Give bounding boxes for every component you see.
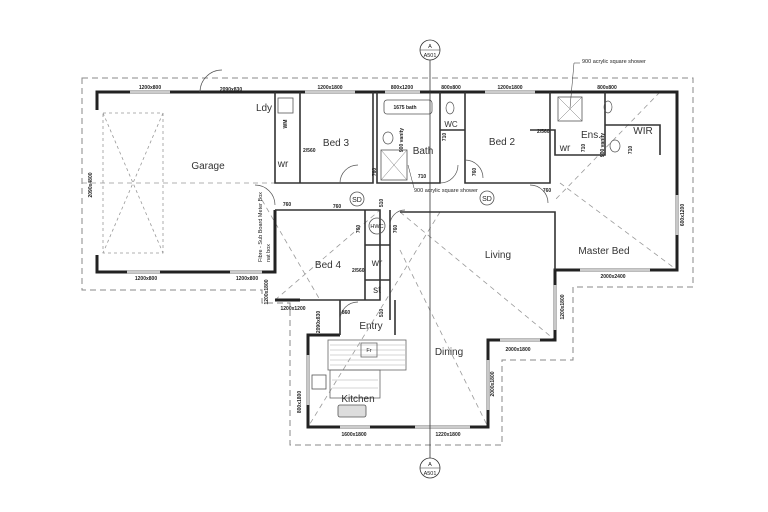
window-bed3-top: 1200x1800 [317, 85, 342, 91]
room-garage: Garage [191, 161, 225, 172]
room-kitchen: Kitchen [341, 394, 374, 405]
window-garage-top: 1200x800 [139, 85, 161, 91]
door-linen: 510 [379, 199, 385, 208]
room-living: Living [485, 250, 511, 261]
door-bed2: 760 [472, 168, 478, 177]
laundry-wm-label: WM [283, 120, 289, 129]
window-dining-bottom: 1220x1800 [435, 432, 460, 438]
window-bath-top: 800x1200 [391, 85, 413, 91]
room-bed2: Bed 2 [489, 137, 516, 148]
door-swings [199, 69, 549, 321]
garage-car-space [82, 112, 275, 254]
window-bed4-bottom: 1200x1200 [280, 306, 305, 312]
windows [127, 90, 679, 429]
window-living-right: 1200x1800 [560, 294, 566, 319]
room-laundry: Ldy [256, 103, 272, 114]
fixtures [277, 96, 621, 235]
room-dining: Dining [435, 347, 463, 358]
door-wc: 710 [442, 133, 448, 142]
smoke-detector-icon [479, 190, 495, 206]
door-entry-width: 860 [342, 310, 351, 316]
door-master-bottom: 2000x2400 [600, 274, 625, 280]
smoke-detector-1: SD [352, 197, 362, 204]
door-bed2-hall: 760 [543, 188, 552, 194]
bath-shower-note: 900 acrylic square shower [407, 164, 478, 194]
door-ens: 710 [581, 144, 587, 153]
door-bed2-robe: 2/560 [537, 129, 550, 135]
room-bed2-robe: wr [559, 143, 571, 154]
fridge-space [360, 342, 378, 358]
room-bed3-robe: wr [277, 159, 289, 170]
section-marker-top-sheet: A501 [424, 53, 437, 59]
svg-text:900 acrylic square shower: 900 acrylic square shower [414, 188, 478, 194]
laundry-tub [277, 97, 294, 114]
door-bed4: 760 [333, 204, 342, 210]
window-garage-bottom-2: 1200x800 [236, 276, 258, 282]
window-kitchen-left: 800x1800 [297, 391, 303, 413]
room-hwc: HWC [370, 224, 383, 230]
smoke-detector-icon [349, 191, 365, 207]
room-entry: Entry [359, 321, 382, 332]
door-entry: 2090x830 [316, 311, 322, 333]
room-bed4-robe: wr [371, 258, 383, 269]
door-wir: 710 [628, 146, 634, 155]
room-master-bed: Master Bed [578, 246, 629, 257]
internal-walls [274, 92, 661, 335]
ens-shower [557, 96, 583, 122]
door-hwc-left: 760 [356, 225, 362, 234]
ens-shower-note: 900 acrylic square shower [569, 59, 646, 109]
door-store: 510 [379, 309, 385, 318]
door-bath-shower: 710 [418, 174, 427, 180]
window-garage-bottom-1: 1200x800 [135, 276, 157, 282]
window-wc-top: 800x800 [441, 85, 461, 91]
svg-text:900 acrylic square shower: 900 acrylic square shower [582, 59, 646, 65]
window-kitchen-bottom: 1600x1800 [341, 432, 366, 438]
bath-label: 1675 bath [393, 105, 416, 111]
ens-vanity-label: 900 vanity [600, 133, 606, 157]
room-store: st [373, 285, 381, 296]
door-living-bottom: 2000x1800 [505, 347, 530, 353]
window-master-right: 600x1200 [680, 204, 686, 226]
door-bed3: 760 [372, 168, 378, 177]
toilet-icon [603, 100, 613, 114]
door-bed4-robe: 2/560 [352, 268, 365, 274]
bath-shower [380, 149, 408, 181]
room-wir: WIR [633, 126, 652, 137]
door-bed3-robe: 2/560 [303, 148, 316, 154]
smoke-detector-2: SD [482, 196, 492, 203]
cooktop-icon [311, 374, 327, 390]
door-garage-internal: 760 [283, 202, 292, 208]
bath-tub [383, 99, 433, 115]
kitchen-benches [311, 339, 407, 418]
meter-box-note-2: nat box [266, 244, 272, 262]
section-marker-bottom-sheet: A501 [424, 471, 437, 477]
toilet-icon [445, 101, 455, 115]
door-hwc-right: 760 [393, 225, 399, 234]
section-line [419, 39, 441, 479]
room-bath: Bath [413, 146, 434, 157]
hwc-icon [368, 217, 386, 235]
door-garage-top: 2090x830 [220, 87, 242, 93]
sink-icon [337, 404, 367, 418]
basin-icon [609, 139, 621, 153]
window-ens-top: 800x800 [597, 85, 617, 91]
basin-icon [382, 131, 394, 145]
room-wc: WC [444, 120, 458, 129]
door-dining-right: 2000x1800 [490, 371, 496, 396]
window-bed4-left: 1200x1800 [264, 279, 270, 304]
room-bed3: Bed 3 [323, 138, 350, 149]
fridge-label: Fr [366, 348, 371, 354]
window-bed2-top: 1200x1800 [497, 85, 522, 91]
roof-outline [81, 77, 694, 446]
bath-vanity-label: 900 vanity [399, 128, 405, 152]
section-marker-bottom-letter: A [428, 462, 432, 468]
room-bed4: Bed 4 [315, 260, 342, 271]
external-walls [95, 90, 679, 429]
meter-box-note: Fibre - Sub Board Meter Box [258, 192, 264, 262]
section-marker-top-letter: A [428, 44, 432, 50]
door-garage-left: 2090x4800 [88, 172, 94, 197]
room-ensuite: Ens. [581, 130, 601, 141]
